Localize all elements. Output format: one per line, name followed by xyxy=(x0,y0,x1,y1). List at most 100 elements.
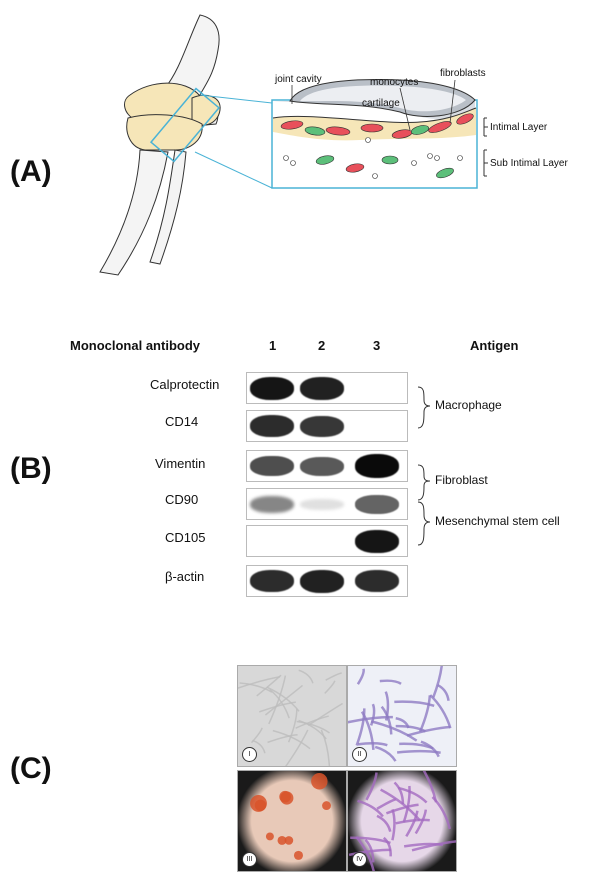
inset-cartilage-line xyxy=(272,107,477,123)
cell-mark xyxy=(402,785,411,823)
cell-mark xyxy=(267,733,298,744)
panel-label-a: (A) xyxy=(10,155,52,188)
round-cells xyxy=(283,137,463,179)
micrograph-label: III xyxy=(242,852,257,867)
cell-mark xyxy=(406,725,451,737)
row-label-cd14: CD14 xyxy=(165,414,199,429)
cell-mark xyxy=(382,836,392,857)
cell-mark xyxy=(250,727,263,744)
label-monocytes: monocytes xyxy=(370,77,418,88)
cell-mark xyxy=(277,835,287,845)
micrograph-panel: I xyxy=(237,665,347,767)
row-label-cd105: CD105 xyxy=(165,530,206,545)
blot-band xyxy=(250,376,294,400)
cell-mark xyxy=(405,810,419,837)
blot-band xyxy=(250,456,294,476)
panel-label-c: (C) xyxy=(10,752,52,785)
cell-mark xyxy=(394,700,435,707)
connector-line xyxy=(194,151,273,189)
row-label-cd90: CD90 xyxy=(165,492,199,507)
cell-mark xyxy=(350,836,391,845)
cell-mark xyxy=(295,715,329,729)
blot-band xyxy=(300,415,344,437)
cell-mark xyxy=(266,686,300,712)
micrograph-label: I xyxy=(242,747,257,762)
cell-mark xyxy=(418,695,432,733)
cell-mark xyxy=(256,674,282,697)
panel-label-b: (B) xyxy=(10,452,52,485)
cell-mark xyxy=(420,740,440,758)
micrograph-label: II xyxy=(352,747,367,762)
cell-mark xyxy=(355,708,366,746)
blot-band xyxy=(300,456,344,476)
blot-band xyxy=(355,570,399,592)
cell-mark xyxy=(397,786,428,804)
cell-mark xyxy=(357,742,388,747)
cell-mark xyxy=(395,717,410,729)
blot-strip xyxy=(246,410,408,442)
bracket-fibroblast xyxy=(417,464,431,501)
cell-mark xyxy=(284,836,294,845)
sub-intimal-bracket xyxy=(483,149,488,177)
connector-line xyxy=(199,94,273,104)
cell-mark xyxy=(250,795,267,812)
cell-mark xyxy=(376,814,392,832)
cell-mark xyxy=(374,745,397,762)
row-label-calprotectin: Calprotectin xyxy=(150,377,220,392)
header-monoclonal-antibody: Monoclonal antibody xyxy=(70,338,200,353)
cell-mark xyxy=(287,708,298,743)
cell-mark xyxy=(370,720,418,742)
blot-band xyxy=(250,495,294,513)
cell-mark xyxy=(356,668,365,685)
cell-mark xyxy=(364,838,375,863)
micrograph-panel: II xyxy=(347,665,457,767)
label-intimal-layer: Intimal Layer xyxy=(490,122,548,133)
blot-band xyxy=(250,415,294,437)
fibroblast-cells xyxy=(280,113,474,173)
header-antigen: Antigen xyxy=(470,338,519,353)
blot-band xyxy=(355,529,399,553)
label-sub-intimal-layer: Sub Intimal Layer xyxy=(490,158,568,169)
cell-mark xyxy=(293,850,304,860)
cell-mark xyxy=(379,679,402,685)
cell-mark xyxy=(376,798,397,810)
cell-mark xyxy=(252,739,266,754)
bracket-macrophage xyxy=(417,386,431,429)
cell-mark xyxy=(320,729,331,766)
blot-band xyxy=(300,498,344,510)
cell-mark xyxy=(265,832,274,841)
cell-mark xyxy=(355,836,375,871)
cell-mark xyxy=(432,666,443,699)
cell-mark xyxy=(437,683,450,701)
fibula xyxy=(149,149,187,265)
header-lane-1: 1 xyxy=(269,338,277,353)
cell-mark xyxy=(369,703,376,726)
cell-mark xyxy=(239,682,273,693)
label-joint-cavity: joint cavity xyxy=(274,74,322,85)
cell-mark xyxy=(380,705,393,735)
blot-strip xyxy=(246,525,408,557)
header-lane-3: 3 xyxy=(373,338,381,353)
blot-strip xyxy=(246,372,408,404)
cell-mark xyxy=(311,773,328,790)
blot-band xyxy=(250,570,294,592)
cell-mark xyxy=(414,809,428,835)
micrograph-panel: IV xyxy=(347,770,457,872)
cell-mark xyxy=(307,702,343,727)
cell-mark xyxy=(280,791,294,805)
bracket-msc xyxy=(417,501,431,546)
blot-band xyxy=(355,494,399,514)
tibia-head xyxy=(126,114,203,151)
micrograph-label: IV xyxy=(352,852,367,867)
cell-mark xyxy=(259,701,296,713)
row-label-vimentin: Vimentin xyxy=(155,456,206,471)
header-lane-2: 2 xyxy=(318,338,326,353)
micrograph-panel: III xyxy=(237,770,347,872)
cell-mark xyxy=(365,772,378,801)
cell-mark xyxy=(298,669,314,684)
cell-mark xyxy=(269,688,290,719)
inset-selection-box xyxy=(149,87,221,163)
cell-mark xyxy=(391,809,396,841)
blot-band xyxy=(355,454,399,478)
